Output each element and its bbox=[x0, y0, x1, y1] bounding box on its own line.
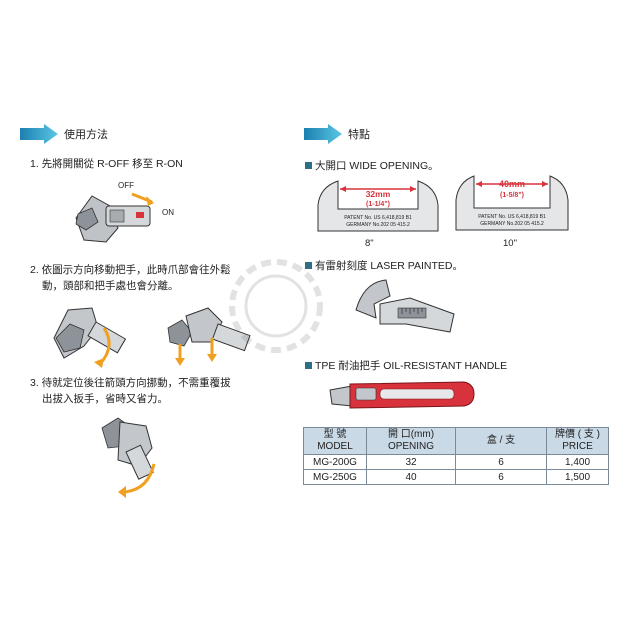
svg-text:(1-5/8"): (1-5/8") bbox=[500, 192, 524, 199]
svg-text:PATENT No. US 6,418,819 B1: PATENT No. US 6,418,819 B1 bbox=[478, 214, 546, 220]
wrench-open-illustration bbox=[53, 307, 127, 368]
company-seal-watermark bbox=[229, 259, 323, 353]
bullet-square-icon bbox=[305, 262, 312, 269]
header-box: 盒 / 支 bbox=[455, 427, 547, 455]
step-1: 1. 先將開關從 R-OFF 移至 R-ON bbox=[30, 158, 183, 170]
jaw-size-10in: 10" bbox=[503, 238, 517, 249]
jaw-opening-8in: 32mm (1-1/4") PATENT No. US 6,418,819 B1… bbox=[317, 180, 439, 232]
jaw-opening-10in: 40mm (1-5/8") PATENT No. US 6,418,819 B1… bbox=[455, 175, 569, 231]
wrench-turn-illustration bbox=[101, 417, 156, 498]
table-row: MG-250G 40 6 1,500 bbox=[303, 469, 609, 485]
step-2: 2. 依圖示方向移動把手，此時爪部會往外鬆 動，頭部和把手處也會分離。 bbox=[30, 264, 231, 292]
section-features-header: 特點 bbox=[304, 124, 370, 144]
switch-on-label: ON bbox=[162, 208, 174, 217]
arrow-right-icon bbox=[304, 124, 342, 144]
laser-scale-illustration bbox=[355, 279, 455, 333]
red-handle-illustration bbox=[329, 381, 475, 409]
svg-text:32mm: 32mm bbox=[366, 189, 391, 199]
section-usage-header: 使用方法 bbox=[20, 124, 108, 144]
bullet-square-icon bbox=[305, 362, 312, 369]
svg-text:PATENT No. US 6,418,819 B1: PATENT No. US 6,418,819 B1 bbox=[344, 215, 412, 221]
wrench-separate-illustration bbox=[167, 307, 251, 366]
feature-laser-painted: 有雷射刻度 LASER PAINTED。 bbox=[305, 258, 463, 273]
bullet-square-icon bbox=[305, 162, 312, 169]
jaw-size-8in: 8" bbox=[365, 238, 374, 249]
feature-wide-opening: 大開口 WIDE OPENING。 bbox=[305, 158, 439, 173]
switch-illustration: OFF ON bbox=[75, 181, 174, 243]
switch-off-label: OFF bbox=[118, 181, 134, 190]
section-usage-title: 使用方法 bbox=[64, 129, 108, 141]
svg-text:(1-1/4"): (1-1/4") bbox=[366, 201, 390, 208]
svg-text:GERMANY No.202 05 415.2: GERMANY No.202 05 415.2 bbox=[480, 221, 544, 227]
feature-oil-resistant-handle: TPE 耐油把手 OIL-RESISTANT HANDLE bbox=[305, 358, 507, 373]
step-3: 3. 待就定位後往箭頭方向挪動，不需重覆拔 出拔入扳手，省時又省力。 bbox=[30, 377, 231, 405]
section-features-title: 特點 bbox=[348, 129, 370, 141]
header-price: 牌價 ( 支 )PRICE bbox=[546, 427, 609, 455]
arrow-right-icon bbox=[20, 124, 58, 144]
svg-text:40mm: 40mm bbox=[499, 179, 525, 189]
header-opening: 開 口(mm)OPENING bbox=[366, 427, 456, 455]
svg-text:GERMANY No.202 05 415.2: GERMANY No.202 05 415.2 bbox=[346, 222, 410, 228]
table-row: MG-200G 32 6 1,400 bbox=[303, 454, 609, 470]
